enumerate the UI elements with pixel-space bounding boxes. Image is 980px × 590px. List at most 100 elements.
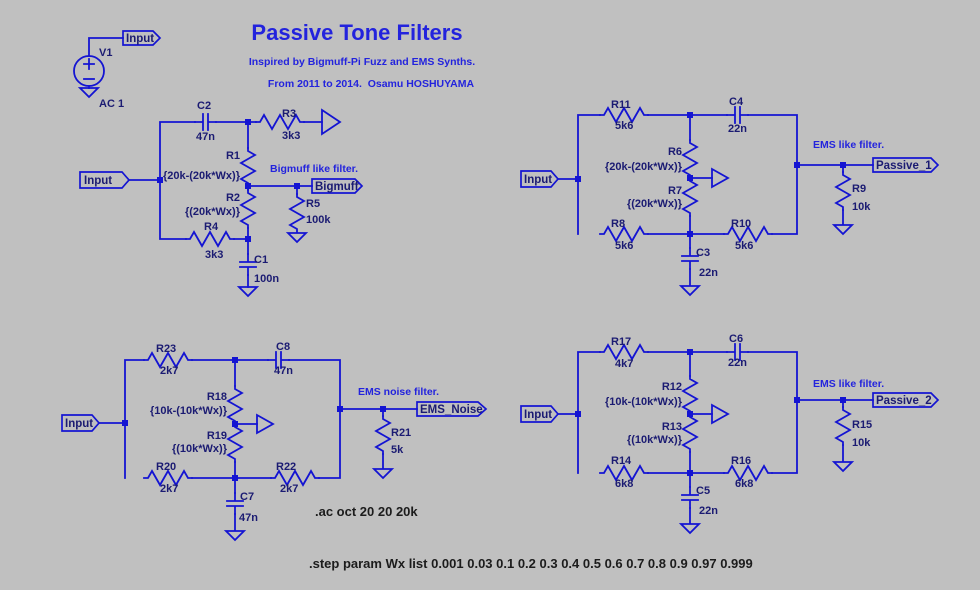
junction-dot: [840, 162, 846, 168]
component-value: 10k: [852, 437, 871, 449]
schematic-subtitle-2: From 2011 to 2014. Osamu HOSHUYAMA: [268, 78, 475, 90]
junction-dot: [687, 349, 693, 355]
resistor-r2[interactable]: [240, 189, 256, 229]
component-name: R12: [662, 381, 682, 393]
resistor-r21[interactable]: [375, 415, 391, 455]
component-value: {(20k*Wx)}: [627, 198, 683, 210]
component-value: 100k: [306, 214, 331, 226]
component-name: R19: [207, 430, 227, 442]
component-name: R5: [306, 198, 320, 210]
junction-dot: [794, 162, 800, 168]
component-name: R15: [852, 419, 872, 431]
junction-dot: [687, 411, 693, 417]
component-value: 2k7: [280, 483, 298, 495]
ground-icon: [225, 530, 245, 541]
port-label: Passive_2: [876, 395, 932, 407]
component-value: 22n: [699, 505, 718, 517]
component-value: 6k8: [735, 478, 753, 490]
circuit-ems-noise: Input EMS_Noise R23 2k7 C8 47n R18 {10k-…: [61, 341, 488, 541]
component-value: 2k7: [160, 365, 178, 377]
resistor-r4[interactable]: [185, 231, 235, 247]
port-flag-input[interactable]: Input: [520, 170, 560, 188]
junction-dot: [687, 231, 693, 237]
component-name: R4: [204, 221, 219, 233]
voltage-source-v1[interactable]: V1 AC 1 Input: [73, 30, 162, 110]
component-value: 47n: [274, 365, 293, 377]
port-flag-outline: [872, 392, 940, 408]
spice-directive-ac[interactable]: .ac oct 20 20 20k: [315, 504, 418, 519]
component-name: R23: [156, 343, 176, 355]
component-value: 22n: [728, 357, 747, 369]
resistor-r3[interactable]: [255, 114, 305, 130]
port-flag-input[interactable]: Input: [79, 171, 131, 189]
component-value: {(10k*Wx)}: [172, 443, 228, 455]
wiper-arrow-icon: [711, 403, 730, 425]
wiper-arrow-icon: [256, 413, 275, 435]
port-flag-passive2[interactable]: Passive_2: [872, 392, 940, 408]
ground-icon: [680, 523, 700, 534]
component-value: 4k7: [615, 358, 633, 370]
component-name: R1: [226, 150, 240, 162]
port-flag-passive1[interactable]: Passive_1: [872, 157, 940, 173]
wire: [88, 37, 124, 57]
component-value: AC 1: [99, 98, 124, 110]
resistor-r12[interactable]: [682, 375, 698, 415]
resistor-r18[interactable]: [227, 385, 243, 425]
resistor-r9[interactable]: [835, 171, 851, 211]
capacitor-c2[interactable]: [194, 113, 217, 131]
junction-dot: [245, 119, 251, 125]
junction-dot: [380, 406, 386, 412]
schematic-subtitle-1: Inspired by Bigmuff-Pi Fuzz and EMS Synt…: [249, 56, 475, 68]
port-flag-input[interactable]: Input: [61, 414, 101, 432]
resistor-r1[interactable]: [240, 147, 256, 187]
port-flag-bigmuff[interactable]: Bigmuff: [311, 178, 364, 194]
component-value: 5k6: [615, 120, 633, 132]
resistor-r6[interactable]: [682, 139, 698, 179]
junction-dot: [294, 183, 300, 189]
spice-directive-step[interactable]: .step param Wx list 0.001 0.03 0.1 0.2 0…: [309, 556, 753, 571]
component-value: {10k-(10k*Wx)}: [150, 405, 228, 417]
resistor-r5[interactable]: [289, 193, 305, 233]
junction-dot: [687, 112, 693, 118]
component-value: 22n: [699, 267, 718, 279]
ground-icon: [238, 286, 258, 297]
capacitor-c4[interactable]: [726, 106, 749, 124]
circuit-comment: EMS like filter.: [813, 139, 884, 151]
circuit-comment: Bigmuff like filter.: [270, 163, 358, 175]
resistor-r7[interactable]: [682, 177, 698, 217]
port-flag-outline: [520, 405, 560, 423]
resistor-r19[interactable]: [227, 423, 243, 463]
component-value: 5k6: [615, 240, 633, 252]
port-flag-outline: [872, 157, 940, 173]
port-flag-outline: [416, 401, 488, 417]
ground-icon: [680, 285, 700, 296]
component-value: {(10k*Wx)}: [627, 434, 683, 446]
port-flag-input[interactable]: Input: [520, 405, 560, 423]
junction-dot: [122, 420, 128, 426]
component-value: 6k8: [615, 478, 633, 490]
junction-dot: [245, 236, 251, 242]
port-label: Input: [524, 409, 552, 421]
port-flag-outline: [61, 414, 101, 432]
component-value: 2k7: [160, 483, 178, 495]
port-label: Input: [126, 33, 154, 45]
ground-icon: [373, 468, 393, 479]
component-name: C2: [197, 100, 211, 112]
resistor-r15[interactable]: [835, 406, 851, 446]
component-value: 3k3: [282, 130, 300, 142]
port-label: Input: [65, 418, 93, 430]
component-name: R16: [731, 455, 751, 467]
circuit-passive2: Input Passive_2 R17 4k7 C6 22n R12 {10k-…: [520, 333, 940, 534]
wire: [98, 359, 418, 531]
resistor-r13[interactable]: [682, 413, 698, 453]
junction-dot: [232, 357, 238, 363]
port-flag-input-source[interactable]: Input: [122, 30, 162, 46]
component-name: R14: [611, 455, 632, 467]
port-flag-ems-noise[interactable]: EMS_Noise: [416, 401, 488, 417]
component-name: R3: [282, 108, 296, 120]
junction-dot: [687, 175, 693, 181]
port-label: Bigmuff: [315, 181, 359, 193]
component-name: V1: [99, 47, 112, 59]
port-label: Input: [84, 175, 112, 187]
component-name: R13: [662, 421, 682, 433]
